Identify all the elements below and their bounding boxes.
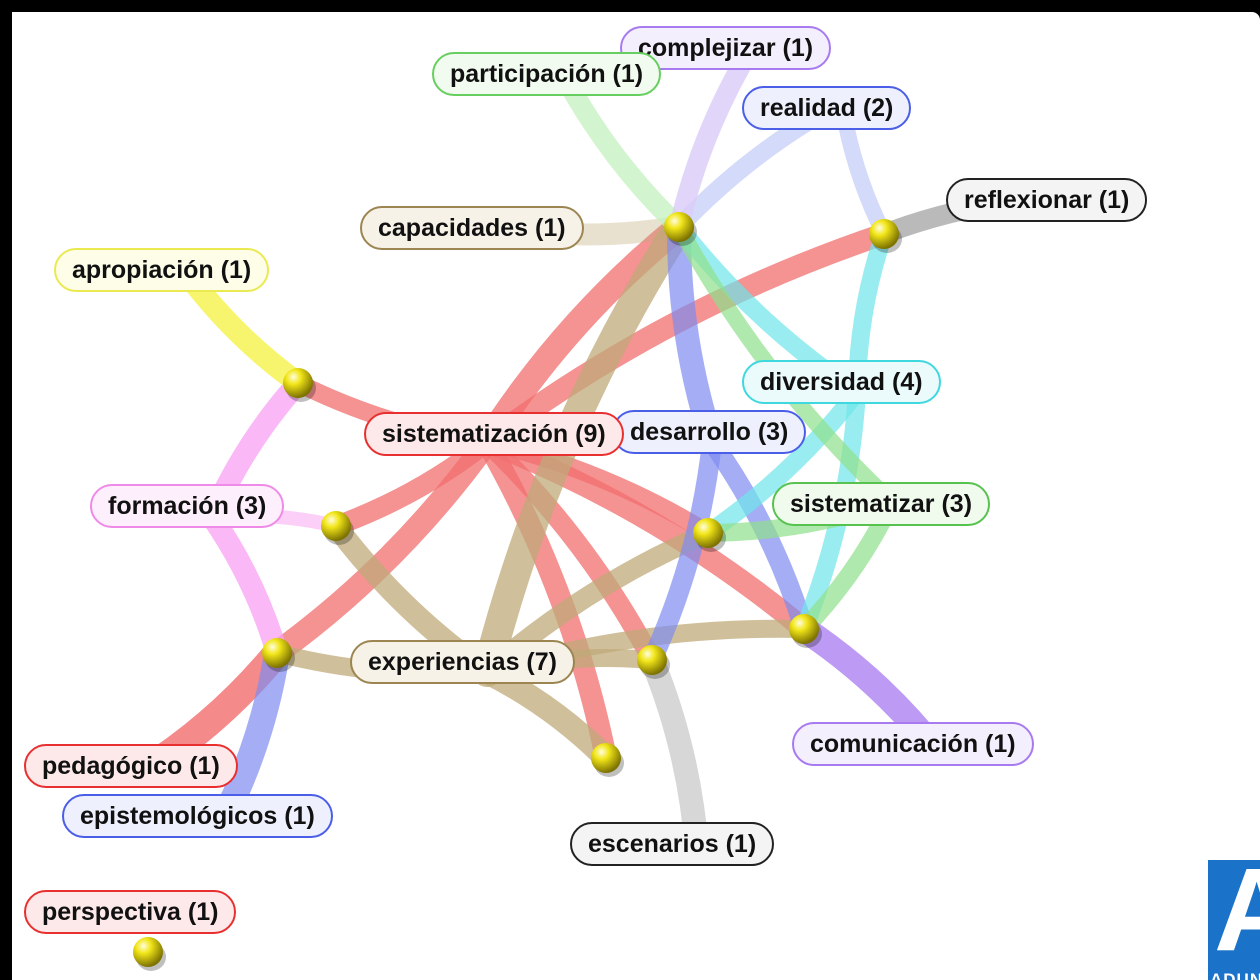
label-escenarios[interactable]: escenarios (1) [570, 822, 775, 866]
label-desarrollo[interactable]: desarrollo (3) [612, 410, 807, 454]
edge-ribbon-4 [265, 430, 499, 665]
label-participacion[interactable]: participación (1) [432, 52, 662, 96]
label-realidad[interactable]: realidad (2) [742, 86, 912, 130]
edge-ribbon-26 [699, 383, 866, 542]
label-sistematizacion[interactable]: sistematización (9) [364, 412, 624, 456]
label-epistemologicos[interactable]: epistemológicos (1) [62, 794, 333, 838]
label-sistematizar[interactable]: sistematizar (3) [772, 482, 991, 526]
ball-apropiacion-hub[interactable] [283, 368, 313, 398]
ball-sistematizar-hub[interactable] [693, 518, 723, 548]
label-reflexionar[interactable]: reflexionar (1) [946, 178, 1148, 222]
ball-reflexionar-hub[interactable] [869, 219, 899, 249]
label-apropiacion[interactable]: apropiación (1) [54, 248, 270, 292]
aduna-logo: A ADUNA [1208, 860, 1260, 980]
ball-comunicacion-hub[interactable] [789, 614, 819, 644]
label-formacion[interactable]: formación (3) [90, 484, 285, 528]
label-experiencias[interactable]: experiencias (7) [350, 640, 575, 684]
edge-ribbon-6 [476, 431, 617, 769]
label-comunicacion[interactable]: comunicación (1) [792, 722, 1034, 766]
ball-experiencias-hub[interactable] [591, 743, 621, 773]
edge-ribbon-20 [642, 432, 722, 670]
edge-ribbon-33 [201, 506, 288, 664]
ball-capacidades-hub[interactable] [664, 212, 694, 242]
nodes-layer [133, 212, 902, 971]
label-capacidades[interactable]: capacidades (1) [360, 206, 584, 250]
logo-text: ADUNA [1210, 970, 1260, 980]
ball-perspectiva[interactable] [133, 937, 163, 967]
ball-formacion-hub[interactable] [321, 511, 351, 541]
label-complejizar[interactable]: complejizar (1) [620, 26, 832, 70]
ball-escenarios-hub[interactable] [637, 645, 667, 675]
concept-network-canvas: complejizar (1) participación (1) realid… [12, 12, 1260, 980]
ball-pedagogico-hub[interactable] [262, 638, 292, 668]
logo-letter: A [1214, 860, 1260, 976]
label-pedagogico[interactable]: pedagógico (1) [24, 744, 238, 788]
label-diversidad[interactable]: diversidad (4) [742, 360, 941, 404]
label-perspectiva[interactable]: perspectiva (1) [24, 890, 237, 934]
